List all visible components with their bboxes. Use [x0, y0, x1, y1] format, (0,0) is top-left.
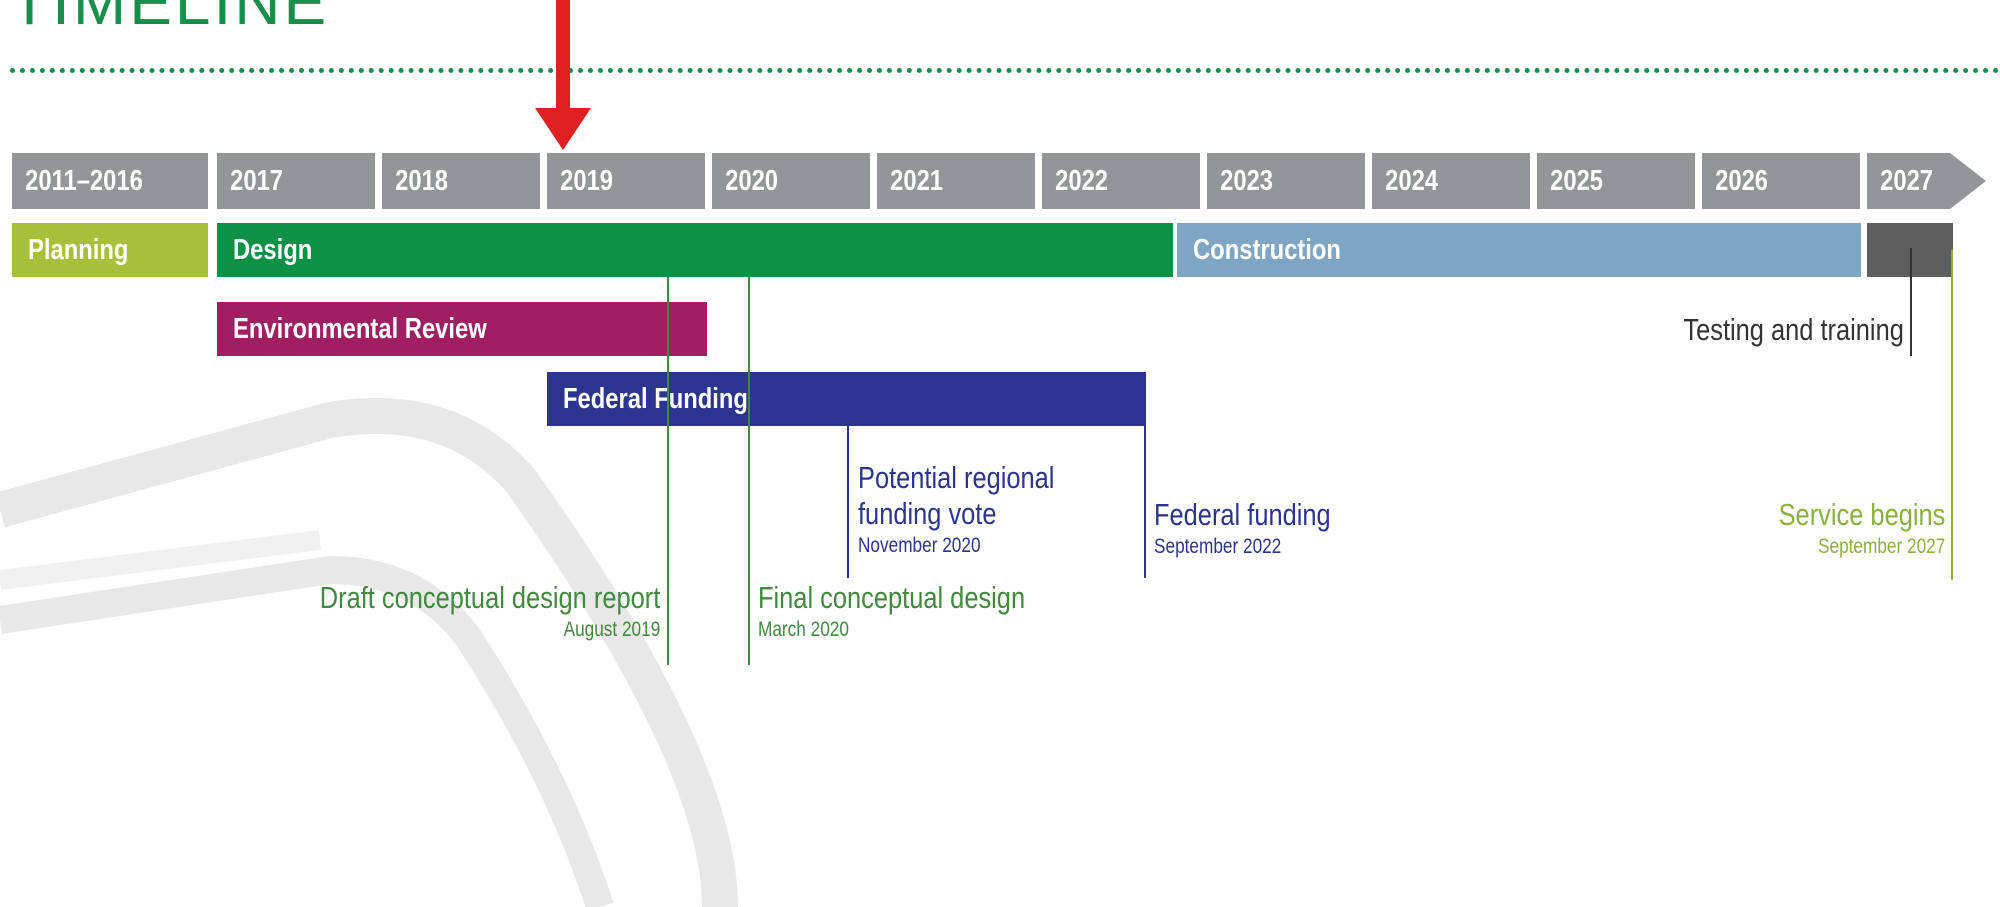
final-design-connector	[748, 277, 750, 665]
phase-federal-funding-bar: Federal Funding	[547, 372, 1146, 426]
year-label: 2027	[1867, 153, 1934, 209]
year-label: 2024	[1372, 153, 1439, 209]
testing-connector	[1910, 248, 1912, 356]
regional-vote-milestone: Potential regional funding vote November…	[858, 460, 1098, 560]
final-design-milestone: Final conceptual design March 2020	[758, 580, 1084, 644]
service-begins-milestone: Service begins September 2027	[1742, 497, 1945, 561]
phase-label: Federal Funding	[563, 383, 748, 415]
train-watermark-graphic	[0, 398, 738, 907]
phase-planning-bar: Planning	[12, 223, 208, 277]
year-cell-2024: 2024	[1372, 153, 1530, 209]
year-cell-2025: 2025	[1537, 153, 1695, 209]
draft-report-milestone: Draft conceptual design report August 20…	[245, 580, 660, 644]
year-label: 2019	[547, 153, 614, 209]
service-connector	[1951, 250, 1953, 580]
milestone-date: March 2020	[758, 618, 849, 641]
testing-milestone: Testing and training	[1635, 312, 1904, 348]
phase-environmental-review-bar: Environmental Review	[217, 302, 707, 356]
regional-vote-connector	[847, 426, 849, 578]
federal-funding-milestone: Federal funding September 2022	[1154, 497, 1369, 561]
year-label: 2018	[382, 153, 449, 209]
phase-construction-bar: Construction	[1177, 223, 1861, 277]
year-cell-2022: 2022	[1042, 153, 1200, 209]
timeline-arrow-icon	[1950, 153, 1986, 209]
year-label: 2011–2016	[12, 153, 143, 209]
milestone-title: Federal funding	[1154, 497, 1331, 532]
draft-report-connector	[667, 277, 669, 665]
year-label: 2017	[217, 153, 284, 209]
year-label: 2022	[1042, 153, 1109, 209]
milestone-title-line2: funding vote	[858, 496, 997, 531]
phase-label: Environmental Review	[233, 313, 487, 345]
milestone-date: November 2020	[858, 534, 981, 557]
phase-label: Design	[233, 234, 313, 266]
milestone-date: September 2022	[1154, 535, 1282, 558]
phase-design-bar: Design	[217, 223, 1173, 277]
milestone-title-line1: Potential regional	[858, 460, 1055, 495]
year-cell-2026: 2026	[1702, 153, 1860, 209]
year-cell-2023: 2023	[1207, 153, 1365, 209]
year-label: 2026	[1702, 153, 1769, 209]
year-cell-2019: 2019	[547, 153, 705, 209]
year-label: 2020	[712, 153, 779, 209]
year-label: 2021	[877, 153, 944, 209]
year-label: 2025	[1537, 153, 1604, 209]
milestone-date: September 2027	[1817, 535, 1945, 558]
phase-label: Construction	[1193, 234, 1341, 266]
year-cell-2027: 2027	[1867, 153, 1950, 209]
pointer-arrow-icon	[535, 108, 591, 150]
title-divider	[10, 68, 2000, 73]
federal-funding-connector	[1144, 426, 1146, 578]
year-cell-2021: 2021	[877, 153, 1035, 209]
milestone-date: August 2019	[563, 618, 660, 641]
year-cell-2017: 2017	[217, 153, 375, 209]
milestone-title: Draft conceptual design report	[319, 580, 660, 615]
year-label: 2023	[1207, 153, 1274, 209]
pointer-arrow-shaft	[556, 0, 570, 120]
year-cell-2018: 2018	[382, 153, 540, 209]
milestone-title: Testing and training	[1683, 312, 1904, 347]
phase-label: Planning	[28, 234, 129, 266]
page-title: TIMELINE	[10, 0, 330, 38]
year-cell-2011-2016: 2011–2016	[12, 153, 208, 209]
milestone-title: Final conceptual design	[758, 580, 1026, 615]
year-cell-2020: 2020	[712, 153, 870, 209]
milestone-title: Service begins	[1778, 497, 1945, 532]
